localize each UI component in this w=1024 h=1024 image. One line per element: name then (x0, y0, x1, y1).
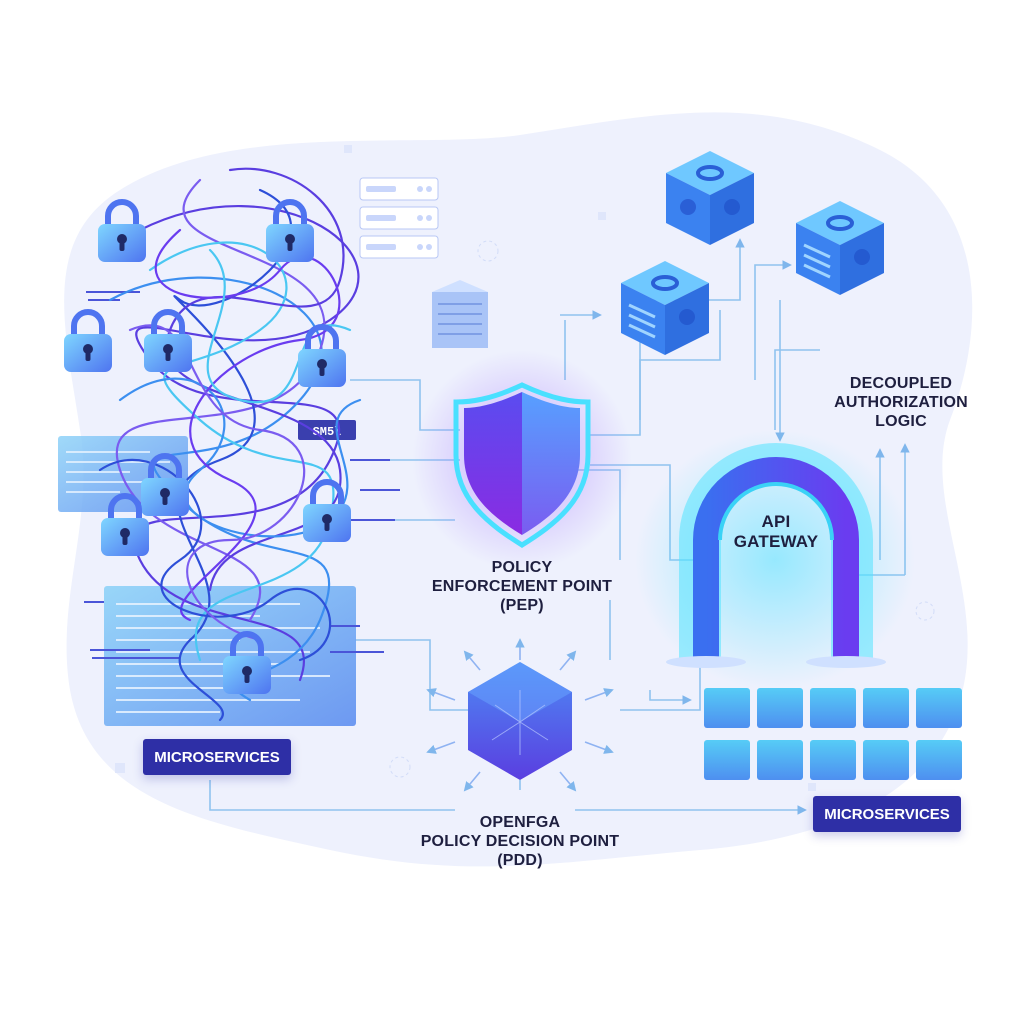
microservices-badge-right: MICROSERVICES (813, 796, 961, 832)
cube-icon (621, 261, 709, 355)
pdp-label-line: (PDD) (497, 852, 543, 870)
cube-icon (666, 151, 754, 245)
api-gateway-label: API GATEWAY (726, 512, 826, 553)
shield-icon (412, 350, 632, 570)
dash-marks (84, 291, 400, 659)
connector-lines (209, 238, 910, 815)
decoupled-label-line: DECOUPLED (849, 375, 953, 392)
server-rack-icon (359, 177, 439, 259)
server-stack-icon (432, 280, 488, 348)
microservices-badge-left: MICROSERVICES (143, 739, 291, 775)
pep-label-line: POLICY (491, 559, 553, 576)
decoupled-authorization-label: DECOUPLED AUTHORIZATION LOGIC (816, 374, 986, 432)
code-badge-bg (298, 420, 356, 440)
decoupled-label-line: LOGIC (875, 413, 927, 431)
pep-label-line: (PEP) (500, 597, 544, 615)
arch-icon (635, 430, 915, 690)
api-gateway-label-line: API (761, 512, 791, 531)
pep-label-line: ENFORCEMENT POINT (431, 578, 613, 596)
decor-dots (115, 145, 935, 791)
hexagon-icon (426, 638, 614, 792)
pdp-label-line: OPENFGA (479, 814, 561, 831)
pep-label: POLICY ENFORCEMENT POINT (PEP) (410, 558, 634, 616)
pdp-label-line: POLICY DECISION POINT (420, 833, 620, 851)
api-gateway-label-line: GATEWAY (733, 532, 819, 552)
microservice-tiles (704, 688, 962, 780)
decoupled-label-line: AUTHORIZATION (834, 394, 968, 412)
cube-icon (796, 201, 884, 295)
pdp-label: OPENFGA POLICY DECISION POINT (PDD) (400, 813, 640, 871)
cube-icons (621, 151, 884, 355)
